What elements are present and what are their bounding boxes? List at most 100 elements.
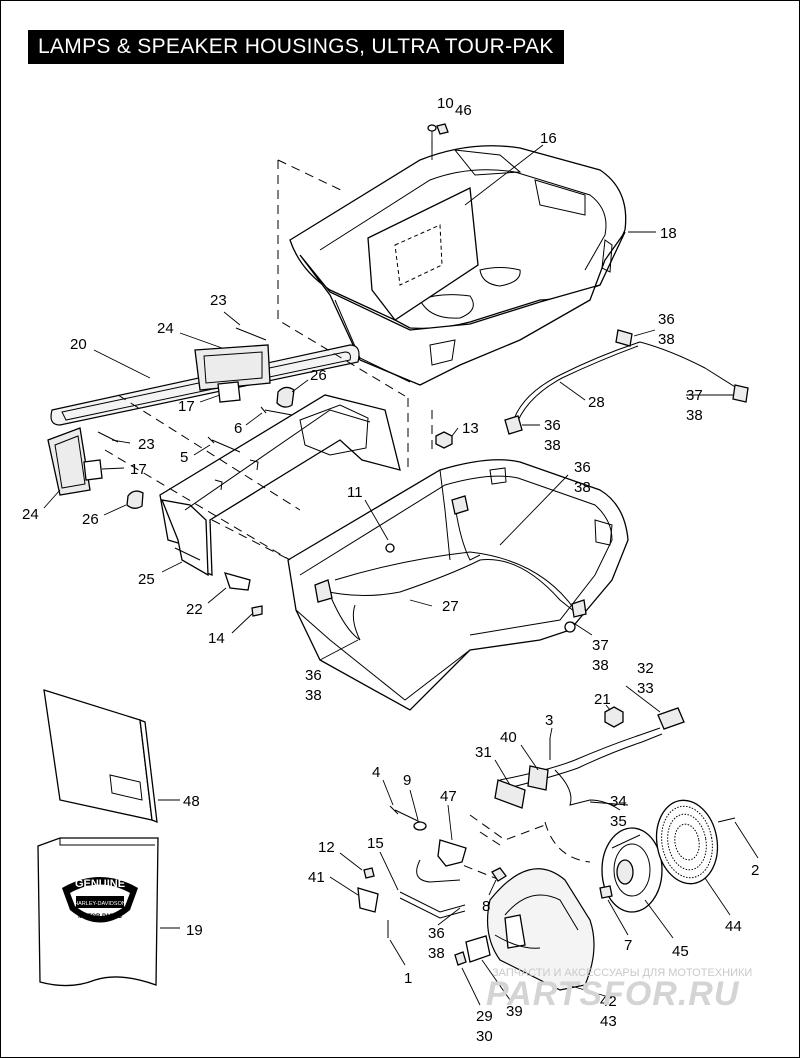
callout-15: 15 [367, 835, 384, 852]
assembly-line [277, 159, 346, 193]
speaker [601, 827, 663, 913]
plug-connector [657, 707, 685, 730]
callout-36e: 36 [428, 925, 445, 942]
lid-wiring-harness [511, 341, 741, 426]
callout-10: 10 [437, 95, 454, 112]
watermark-tagline: ЗАПЧАСТИ И АКСЕССУАРЫ ДЛЯ МОТОТЕХНИКИ [492, 967, 752, 979]
hex-nut [435, 431, 453, 449]
hex-nut [604, 706, 624, 728]
callout-36c: 36 [544, 417, 561, 434]
callout-18: 18 [660, 225, 677, 242]
callout-12: 12 [318, 839, 335, 856]
callout-38b: 38 [658, 331, 675, 348]
callout-26a: 26 [310, 367, 327, 384]
callout-8: 8 [482, 898, 490, 915]
callout-5: 5 [180, 449, 188, 466]
base-wiring-harness [319, 559, 576, 613]
callout-39: 39 [506, 1003, 523, 1020]
speaker-harness [499, 727, 661, 781]
callout-44: 44 [725, 918, 742, 935]
harness-connector [314, 579, 333, 603]
callout-25: 25 [138, 571, 155, 588]
speaker-grille [655, 799, 719, 885]
harness-connector [571, 599, 587, 618]
leader-lines [43, 140, 759, 1006]
harness-connector [494, 779, 526, 809]
callout-33: 33 [637, 680, 654, 697]
screw [260, 406, 293, 416]
watermark-brand: PARTSFOR.RU [486, 975, 740, 1013]
speaker-harness-2 [499, 733, 663, 791]
cable-strap [399, 891, 466, 913]
callout-35: 35 [610, 813, 627, 830]
callout-30: 30 [476, 1028, 493, 1045]
logo-text-brand: HARLEY-DAVIDSON [74, 901, 126, 907]
assembly-line [211, 519, 291, 561]
callout-23a: 23 [210, 292, 227, 309]
callout-numbers: 10 46 16 18 23 24 20 26 17 6 5 23 17 24 … [22, 95, 759, 1045]
callout-16: 16 [540, 130, 557, 147]
pin [235, 327, 267, 341]
callout-24a: 24 [157, 320, 174, 337]
callout-37a: 37 [686, 387, 703, 404]
callout-23b: 23 [138, 436, 155, 453]
callout-41: 41 [308, 869, 325, 886]
callout-38f: 38 [686, 407, 703, 424]
genuine-parts-logo [62, 877, 138, 923]
lid-wiring-harness-2 [514, 345, 639, 429]
assembly-line [544, 821, 591, 863]
logo-text-genuine: GENUINE [75, 878, 125, 890]
speed-nut [251, 605, 263, 617]
harness-connector [504, 415, 523, 435]
lamp-bulbs [126, 386, 295, 509]
callout-1: 1 [404, 970, 412, 987]
callout-36a: 36 [574, 459, 591, 476]
harness-connector [527, 765, 549, 791]
callout-43: 43 [600, 1013, 617, 1030]
side-reflector-lower [47, 427, 91, 496]
callout-38d: 38 [305, 687, 322, 704]
callout-22: 22 [186, 601, 203, 618]
callout-7: 7 [624, 937, 632, 954]
assembly-line [479, 831, 501, 846]
lid-liner [367, 187, 479, 321]
retainer-clip [454, 951, 467, 966]
cable-loop [416, 859, 461, 883]
callout-2: 2 [751, 862, 759, 879]
callout-17a: 17 [178, 398, 195, 415]
instruction-booklet [43, 689, 158, 824]
bolt [389, 805, 421, 823]
callout-14: 14 [208, 630, 225, 647]
side-reflector-upper [194, 344, 271, 391]
callout-45: 45 [672, 943, 689, 960]
harness-connector [615, 329, 633, 347]
speaker-housing [486, 868, 595, 991]
callout-36b: 36 [658, 311, 675, 328]
page-title: LAMPS & SPEAKER HOUSINGS, ULTRA TOUR-PAK [28, 30, 564, 64]
callout-26b: 26 [82, 511, 99, 528]
callout-37b: 37 [592, 637, 609, 654]
logo-text-motor-parts: MOTOR PARTS [78, 914, 122, 920]
callout-38g: 38 [592, 657, 609, 674]
callout-34: 34 [610, 793, 627, 810]
callout-42: 42 [600, 993, 617, 1010]
grommet [491, 867, 507, 882]
washer [413, 821, 427, 831]
callout-13: 13 [462, 420, 479, 437]
callout-27: 27 [442, 598, 459, 615]
callout-4: 4 [372, 764, 380, 781]
callout-21: 21 [594, 691, 611, 708]
callout-24b: 24 [22, 506, 39, 523]
latch [357, 887, 379, 913]
callout-17b: 17 [130, 461, 147, 478]
callout-11: 11 [347, 484, 363, 501]
grommet-39 [465, 935, 491, 963]
callout-47: 47 [440, 788, 457, 805]
adhesive-pad [83, 459, 103, 481]
mount-bracket [437, 839, 467, 867]
callout-40: 40 [500, 729, 517, 746]
callout-20: 20 [70, 336, 87, 353]
assembly-line [469, 814, 546, 841]
nut [363, 867, 375, 879]
